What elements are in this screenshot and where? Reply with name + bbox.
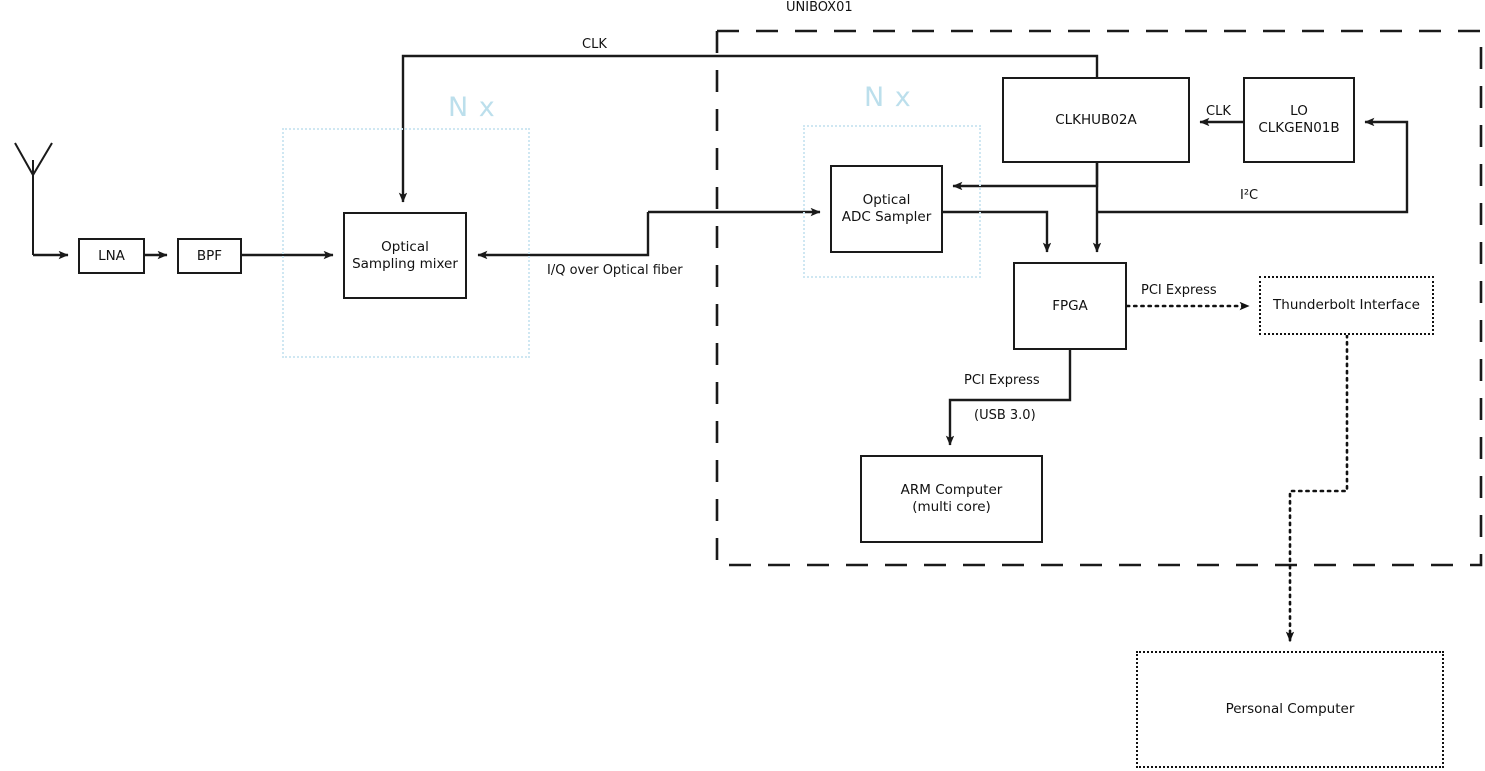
unibox01-enclosure-boundary (715, 29, 1483, 567)
unibox01-label: UNIBOX01 (786, 0, 853, 15)
wire-iq-optical-fiber (477, 212, 650, 260)
repeat-group-adc (803, 125, 981, 278)
label-i2c: I²C (1240, 188, 1259, 203)
block-thunderbolt-interface[interactable]: Thunderbolt Interface (1259, 276, 1434, 335)
repeat-group-rf-frontend (282, 128, 530, 358)
block-lo-clkgen01b[interactable]: LO CLKGEN01B (1243, 77, 1355, 163)
wire-fpga-to-arm-computer (945, 350, 1072, 446)
label-clk-top: CLK (582, 37, 607, 52)
wire-thunderbolt-to-personal-computer (1285, 333, 1349, 643)
label-pci-express-thunderbolt: PCI Express (1141, 283, 1217, 298)
block-optical-adc-sampler[interactable]: Optical ADC Sampler (830, 165, 943, 253)
block-optical-sampling-mixer[interactable]: Optical Sampling mixer (343, 212, 467, 299)
antenna-icon (14, 142, 53, 255)
block-fpga[interactable]: FPGA (1013, 262, 1127, 350)
repeat-marker-right: N x (864, 82, 912, 113)
repeat-marker-left: N x (448, 92, 496, 123)
label-clk-lo: CLK (1206, 104, 1231, 119)
block-personal-computer[interactable]: Personal Computer (1136, 651, 1444, 768)
block-arm-computer[interactable]: ARM Computer (multi core) (860, 455, 1043, 543)
wire-adc-sampler-to-fpga (943, 210, 1052, 253)
block-bpf[interactable]: BPF (177, 238, 242, 274)
wire-i2c-to-lo (1097, 117, 1409, 214)
block-lna[interactable]: LNA (78, 238, 145, 274)
label-iq-over-optical-fiber: I/Q over Optical fiber (547, 263, 683, 278)
label-usb3: (USB 3.0) (974, 408, 1036, 423)
label-pci-express-arm: PCI Express (964, 373, 1040, 388)
block-clkhub02a[interactable]: CLKHUB02A (1002, 77, 1190, 163)
